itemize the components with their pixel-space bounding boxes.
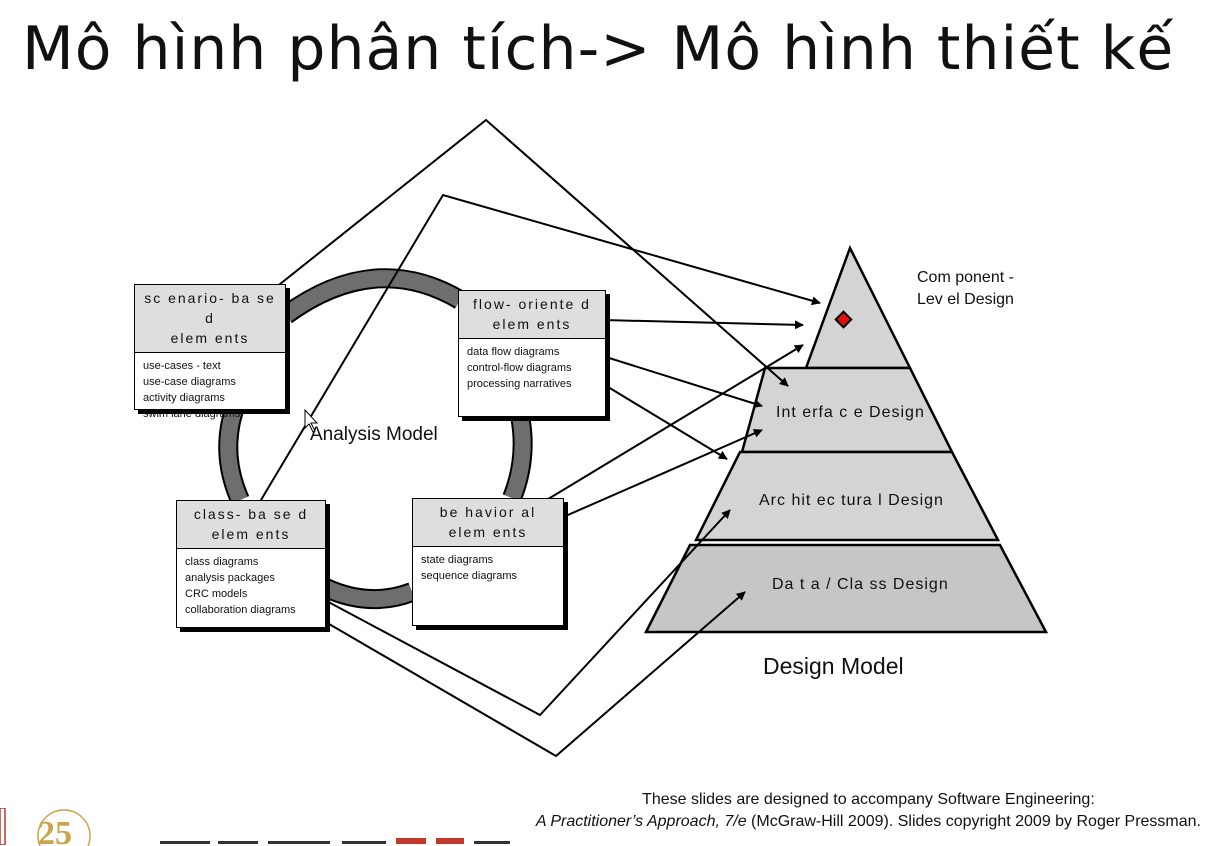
component-marker — [834, 310, 853, 329]
box-header: be havior al elem ents — [413, 499, 563, 547]
anniversary-logo: 25 — [37, 809, 91, 846]
footer-line-1: These slides are designed to accompany S… — [642, 791, 1095, 808]
arrow-scenario-to-interface — [259, 118, 789, 387]
list-item: state diagrams — [421, 554, 494, 566]
arrow-class-to-architectural — [305, 509, 731, 717]
list-item: swim lane diagrams — [143, 408, 241, 420]
list-item: collaboration diagrams — [185, 604, 296, 616]
box-item-list: data flow diagrams control-flow diagrams… — [459, 339, 605, 397]
box-header: sc enario- ba se d elem ents — [135, 285, 285, 353]
cropped-caption-strip — [160, 838, 510, 844]
list-item: use-cases - text — [143, 360, 221, 372]
data-class-design-label: Da t a / Cla ss Design — [772, 576, 949, 593]
list-item: processing narratives — [467, 378, 572, 390]
box-item-list: use-cases - text use-case diagrams activ… — [135, 353, 285, 427]
list-item: data flow diagrams — [467, 346, 560, 358]
list-item: use-case diagrams — [143, 376, 236, 388]
list-item: class diagrams — [185, 556, 259, 568]
arrow-behavioral-to-component — [529, 344, 804, 511]
logo-text: 25 — [38, 815, 72, 846]
book-title: A Practitioner’s Approach, 7/e — [535, 813, 747, 830]
analysis-ring — [218, 268, 533, 610]
component-level-design-label: Com ponent - Lev el Design — [917, 269, 1014, 308]
list-item: control-flow diagrams — [467, 362, 572, 374]
arrow-flow-to-component — [602, 319, 804, 330]
box-item-list: state diagrams sequence diagrams — [413, 547, 563, 589]
flow-oriented-elements-box: flow- oriente d elem ents data flow diag… — [458, 290, 606, 417]
design-pyramid — [643, 244, 1049, 634]
list-item: sequence diagrams — [421, 570, 518, 582]
box-header: class- ba se d elem ents — [177, 501, 325, 549]
slide-title: Mô hình phân tích-> Mô hình thiết kế — [22, 14, 1175, 84]
pyramid-data-class-level — [643, 543, 1049, 634]
interface-design-label: Int erfa c e Design — [776, 404, 925, 421]
behavioral-elements-box: be havior al elem ents state diagrams se… — [412, 498, 564, 626]
footer-line-2: A Practitioner’s Approach, 7/e (McGraw-H… — [535, 813, 1201, 830]
box-item-list: class diagrams analysis packages CRC mod… — [177, 549, 325, 623]
box-header: flow- oriente d elem ents — [459, 291, 605, 339]
architectural-design-label: Arc hit ec tura l Design — [759, 492, 944, 509]
pyramid-architectural-level — [693, 450, 1001, 542]
arrow-behavioral-to-interface — [544, 429, 763, 526]
arrow-flow-to-interface — [589, 351, 763, 408]
analysis-model-label: Analysis Model — [310, 424, 438, 445]
mouse-cursor-icon — [304, 408, 319, 433]
design-model-label: Design Model — [763, 653, 904, 679]
mapping-arrows — [257, 118, 821, 758]
copyright-footer: These slides are designed to accompany S… — [536, 789, 1201, 833]
pyramid-component-level — [804, 244, 913, 370]
list-item: CRC models — [185, 588, 248, 600]
scenario-based-elements-box: sc enario- ba se d elem ents use-cases -… — [134, 284, 286, 420]
left-edge-mark — [0, 808, 6, 845]
arrow-class-to-data-class — [304, 591, 746, 758]
arrow-class-to-component — [257, 193, 821, 506]
list-item: activity diagrams — [143, 392, 225, 404]
class-based-elements-box: class- ba se d elem ents class diagrams … — [176, 500, 326, 628]
list-item: analysis packages — [185, 572, 275, 584]
